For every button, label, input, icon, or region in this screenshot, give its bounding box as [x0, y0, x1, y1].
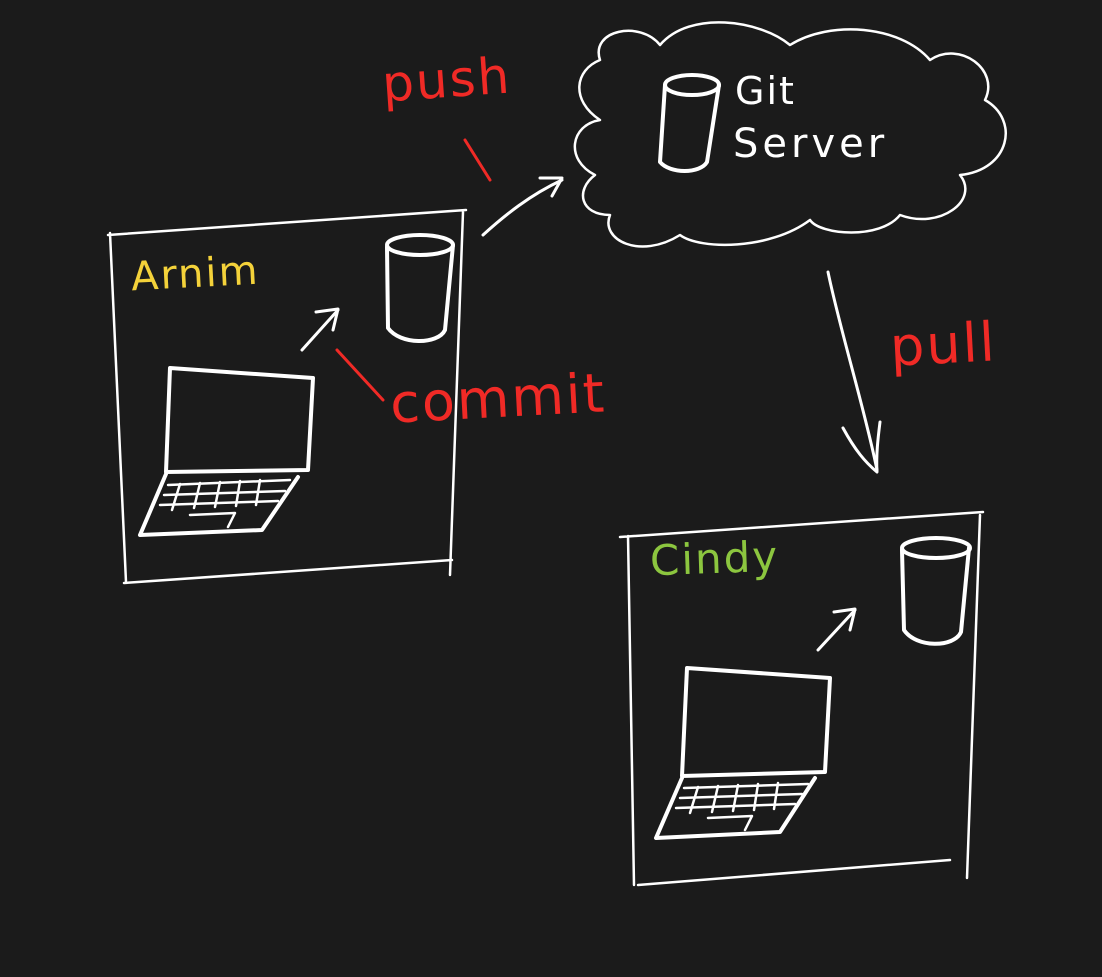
arnim-laptop-icon: [138, 366, 315, 537]
server-repository-icon: [658, 73, 721, 173]
arnim-workstation-box: [106, 208, 468, 585]
cindy-repository-icon: [900, 536, 972, 646]
arnim-repository-icon: [385, 233, 455, 343]
user1-name-label: Arnim: [129, 247, 261, 301]
push-label: push: [380, 46, 514, 114]
cindy-laptop-icon: [654, 666, 832, 840]
pull-arrow: [826, 270, 882, 474]
arnim-commit-arrow: [300, 307, 340, 352]
user2-name-label: Cindy: [649, 531, 780, 586]
pull-label: pull: [888, 310, 999, 379]
cindy-workstation-box: [618, 510, 985, 887]
cindy-commit-arrow: [816, 607, 857, 652]
commit-leader-line: [335, 348, 385, 402]
commit-label: commit: [388, 361, 608, 436]
server-label-line2: Server: [733, 121, 889, 167]
push-arrow: [481, 176, 564, 237]
push-leader-line: [463, 138, 492, 182]
server-label-line1: Git: [735, 69, 796, 113]
cloud-icon: [573, 21, 1007, 248]
